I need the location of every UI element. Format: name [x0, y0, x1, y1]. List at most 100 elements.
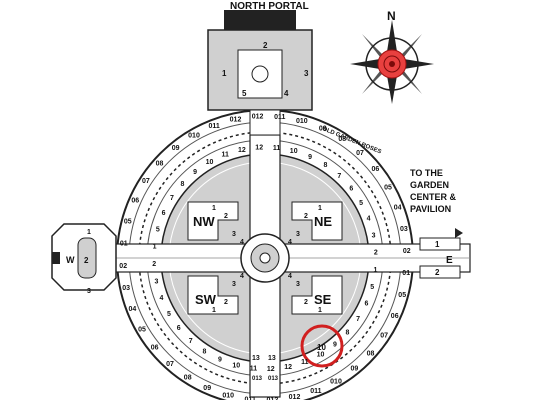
compass-rose: [350, 20, 434, 104]
inner-ne-1: 1: [318, 205, 322, 212]
inner-sw-3: 3: [232, 281, 236, 288]
highlight-circle: [300, 324, 344, 368]
directions-line-2: GARDEN: [410, 180, 449, 190]
middle-bed-label-2: 9: [308, 154, 312, 161]
middle-bed-label-16: 10: [317, 352, 325, 359]
quadrant-se: SE: [314, 292, 332, 307]
north-bay-1: 1: [222, 69, 227, 78]
inner-se-4: 4: [288, 273, 292, 280]
north-bay-3: 3: [304, 69, 309, 78]
middle-bed-label-23: 8: [203, 348, 207, 355]
outer-bed-label-29: 02: [119, 263, 127, 270]
west-bay-1: 1: [87, 229, 91, 236]
middle-bed-label-31: 5: [156, 227, 160, 234]
middle-bed-label-14: 8: [346, 330, 350, 337]
middle-bed-label-0: 11: [273, 145, 281, 152]
middle-bed-label-28: 3: [154, 278, 158, 285]
middle-bed-label-29: 2: [152, 261, 156, 268]
middle-bed-label-3: 8: [324, 162, 328, 169]
middle-bed-label-32: 6: [162, 210, 166, 217]
quadrant-ne: NE: [314, 214, 332, 229]
middle-bed-label-13: 7: [356, 316, 360, 323]
middle-bed-label-33: 7: [170, 195, 174, 202]
east-path-1: [419, 237, 461, 251]
west-gate: [52, 252, 60, 264]
directions-line-4: PAVILION: [410, 204, 451, 214]
middle-bed-label-36: 10: [206, 159, 214, 166]
outer-bed-label-32: 06: [131, 198, 139, 205]
east-exit-label: E: [446, 255, 453, 266]
outer-bed-label-33: 07: [142, 178, 150, 185]
outer-bed-label-8: 03: [400, 226, 408, 233]
outer-bed-label-26: 05: [138, 326, 146, 333]
outer-bed-label-37: 011: [208, 123, 219, 130]
middle-bed-label-9: 2: [374, 250, 378, 257]
outer-bed-label-30: 01: [120, 241, 128, 248]
west-pavilion-label: W: [66, 255, 75, 265]
middle-bed-label-12: 6: [364, 301, 368, 308]
outer-bed-label-9: 02: [403, 248, 411, 255]
quadrant-sw: SW: [195, 292, 217, 307]
outer-bed-label-17: 011: [310, 388, 321, 395]
bed-sw: [187, 275, 239, 315]
south-bed-013b: 013: [268, 376, 279, 382]
middle-bed-label-15: 9: [333, 342, 337, 349]
outer-bed-label-14: 08: [367, 350, 375, 357]
outer-bed-label-15: 09: [351, 366, 359, 373]
inner-sw-1: 1: [212, 307, 216, 314]
outer-bed-labels: 0110100908070605040302010506070809010011…: [119, 114, 410, 400]
outer-bed-label-22: 09: [203, 385, 211, 392]
middle-bed-label-8: 3: [372, 232, 376, 239]
inner-nw-2: 2: [224, 213, 228, 220]
east-path-label-2: 2: [435, 268, 440, 277]
fountain-jet: [259, 252, 271, 264]
middle-bed-label-6: 5: [359, 200, 363, 207]
middle-bed-label-19: 12: [267, 366, 275, 373]
north-building-fountain: [251, 65, 269, 83]
highlighted-bed-label: 10: [317, 343, 326, 352]
compass-north-letter: N: [387, 9, 396, 23]
outer-bed-label-2: 09: [319, 126, 327, 133]
middle-bed-label-38: 12: [238, 147, 246, 154]
outer-bed-label-7: 04: [394, 204, 402, 211]
inner-ne-4: 4: [288, 239, 292, 246]
outer-bed-label-13: 07: [380, 333, 388, 340]
outer-bed-label-39: 012: [252, 114, 264, 121]
outer-bed-label-25: 06: [151, 345, 159, 352]
middle-bed-label-7: 4: [367, 216, 371, 223]
middle-bed-label-22: 9: [218, 357, 222, 364]
middle-bed-label-30: 1: [153, 244, 157, 251]
bed-ne: [291, 201, 343, 241]
outer-bed-label-10: 01: [402, 270, 410, 277]
inner-ne-3: 3: [296, 231, 300, 238]
middle-bed-label-35: 9: [193, 169, 197, 176]
directions-line-1: TO THE: [410, 168, 443, 178]
outer-bed-label-0: 011: [274, 114, 285, 121]
outer-bed-label-6: 05: [384, 184, 392, 191]
inner-ne-2: 2: [304, 213, 308, 220]
south-bed-013a: 013: [252, 376, 263, 382]
middle-bed-label-21: 10: [232, 363, 240, 370]
outer-bed-label-31: 05: [124, 219, 132, 226]
outer-bed-label-24: 07: [166, 361, 174, 368]
west-pavilion-pool: [77, 237, 97, 279]
middle-bed-label-18: 12: [284, 364, 292, 371]
middle-bed-label-20: 11: [250, 366, 258, 373]
outer-bed-label-18: 012: [289, 394, 301, 400]
middle-bed-label-27: 4: [159, 295, 163, 302]
outer-bed-label-27: 04: [129, 306, 137, 313]
middle-bed-label-25: 6: [177, 325, 181, 332]
outer-bed-label-21: 010: [222, 393, 234, 400]
outer-bed-label-11: 05: [398, 292, 406, 299]
inner-nw-3: 3: [232, 231, 236, 238]
inner-se-1: 1: [318, 307, 322, 314]
outer-bed-label-3: 08: [338, 136, 346, 143]
directions-line-3: CENTER &: [410, 192, 457, 202]
middle-bed-label-34: 8: [181, 181, 185, 188]
middle-bed-label-1: 10: [290, 148, 298, 155]
north-portal-title: NORTH PORTAL: [230, 1, 309, 12]
south-bed-13a: 13: [252, 355, 260, 362]
bed-se: [291, 275, 343, 315]
